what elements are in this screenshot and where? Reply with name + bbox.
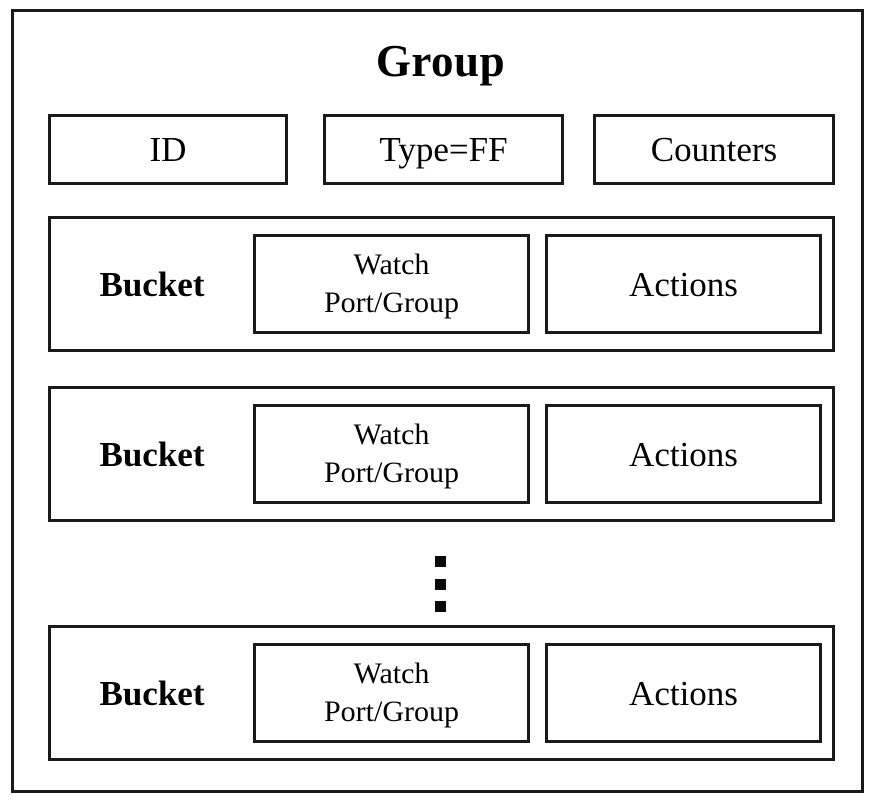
bucket-label: Bucket xyxy=(99,264,205,304)
watch-line-1: Watch xyxy=(353,656,430,690)
actions-box: Actions xyxy=(545,404,822,504)
actions-box: Actions xyxy=(545,234,822,334)
watch-port-group-box: Watch Port/Group xyxy=(253,643,530,743)
watch-port-group-box: Watch Port/Group xyxy=(253,404,530,504)
bucket-row: Bucket Watch Port/Group Actions xyxy=(48,386,835,522)
group-counters-label: Counters xyxy=(650,130,778,169)
watch-line-2: Port/Group xyxy=(324,695,459,728)
bucket-row: Bucket Watch Port/Group Actions xyxy=(48,625,835,761)
watch-line-2: Port/Group xyxy=(324,286,459,319)
group-id-field: ID xyxy=(48,114,288,185)
bucket-label: Bucket xyxy=(99,434,205,474)
group-type-field: Type=FF xyxy=(323,114,564,185)
group-title: Group xyxy=(375,36,506,86)
group-type-label: Type=FF xyxy=(379,130,508,169)
ellipsis-dot xyxy=(435,578,446,590)
watch-line-1: Watch xyxy=(353,247,430,281)
watch-line-1: Watch xyxy=(353,417,430,451)
group-id-label: ID xyxy=(149,130,187,169)
ellipsis-dot xyxy=(435,556,446,567)
group-counters-field: Counters xyxy=(593,114,835,185)
actions-box: Actions xyxy=(545,643,822,743)
watch-port-group-box: Watch Port/Group xyxy=(253,234,530,334)
vertical-ellipsis-icon xyxy=(433,556,448,612)
watch-line-2: Port/Group xyxy=(324,456,459,489)
ellipsis-dot xyxy=(435,601,446,612)
actions-label: Actions xyxy=(629,673,738,713)
actions-label: Actions xyxy=(629,264,738,304)
actions-label: Actions xyxy=(629,434,738,474)
group-header-fields: ID Type=FF Counters xyxy=(48,114,835,185)
bucket-row: Bucket Watch Port/Group Actions xyxy=(48,216,835,352)
bucket-label: Bucket xyxy=(99,673,205,713)
group-outer-frame: Group ID Type=FF Counters Bucket Watch P… xyxy=(11,9,864,793)
